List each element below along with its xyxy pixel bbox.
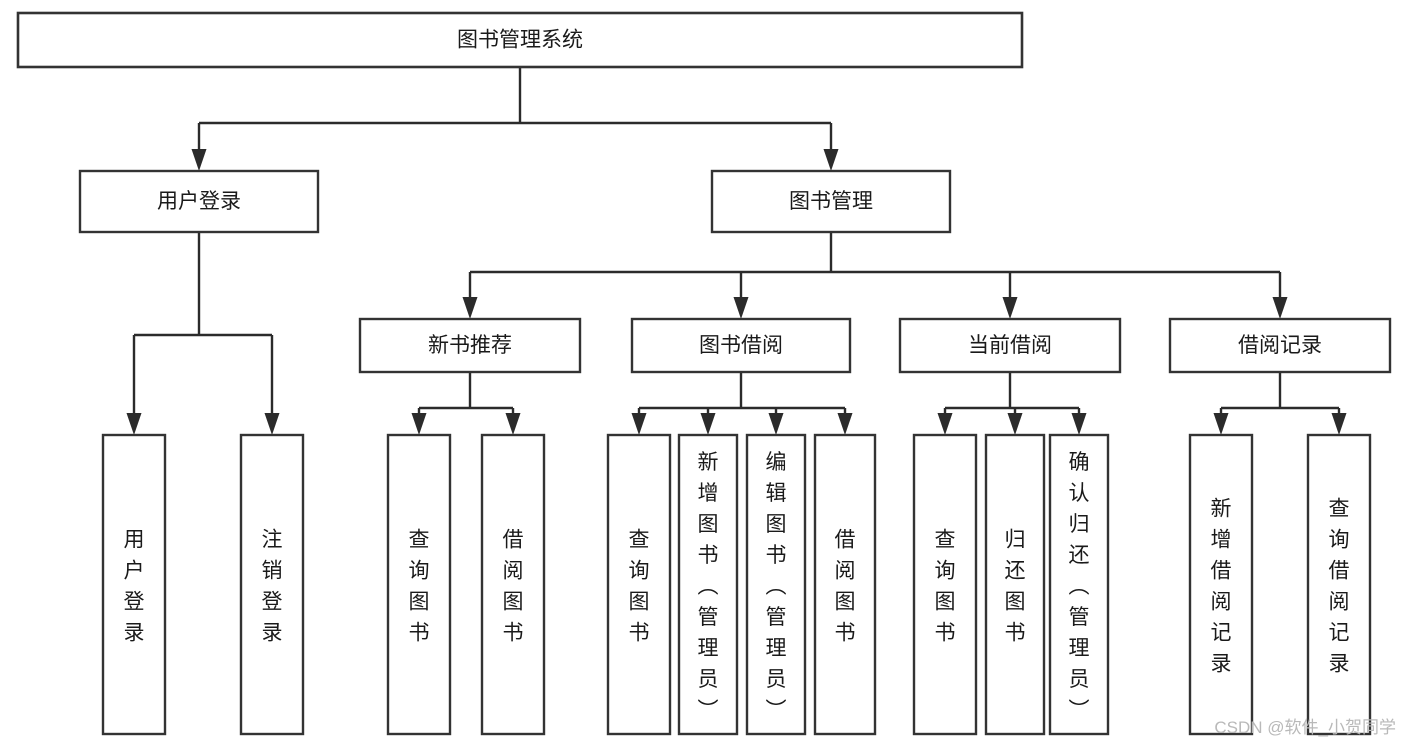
node-box-leaf-confirm-return[interactable]	[1048, 433, 1110, 736]
arrow-head-leaf-query-book-1	[411, 413, 427, 435]
arrow-head-newbook	[462, 297, 478, 319]
node-box-records[interactable]	[1168, 317, 1392, 374]
node-label-login: 用户登录	[157, 190, 241, 213]
node-leaf-query-book-1[interactable]: 查询图书	[386, 433, 452, 736]
arrow-head-leaf-query-record	[1331, 413, 1347, 435]
connector-group-current	[937, 372, 1087, 435]
node-leaf-confirm-return[interactable]: 确认归还︵管理员︶	[1048, 433, 1110, 736]
node-box-leaf-return-book[interactable]	[984, 433, 1046, 736]
arrow-head-bookmgmt	[823, 149, 839, 171]
node-leaf-borrow-book-2[interactable]: 借阅图书	[813, 433, 877, 736]
node-box-leaf-query-book-2[interactable]	[606, 433, 672, 736]
node-label-leaf-query-book-1: 查询图书	[409, 529, 430, 645]
arrow-head-records	[1272, 297, 1288, 319]
node-leaf-add-record[interactable]: 新增借阅记录	[1188, 433, 1254, 736]
node-label-leaf-return-book: 归还图书	[1005, 529, 1026, 645]
connector-group-newbook	[411, 372, 521, 435]
arrow-head-leaf-edit-book	[768, 413, 784, 435]
node-label-bookmgmt: 图书管理	[789, 190, 873, 213]
node-leaf-query-record[interactable]: 查询借阅记录	[1306, 433, 1372, 736]
watermark-label: CSDN @软件_小贺同学	[1214, 718, 1396, 737]
node-label-leaf-add-book: 新增图书︵管理员︶	[698, 451, 719, 722]
node-label-leaf-query-book-3: 查询图书	[935, 529, 956, 645]
node-box-leaf-add-record[interactable]	[1188, 433, 1254, 736]
node-current[interactable]: 当前借阅	[898, 317, 1122, 374]
connector-group-records	[1213, 372, 1347, 435]
node-label-leaf-query-record: 查询借阅记录	[1329, 498, 1350, 676]
node-label-leaf-confirm-return: 确认归还︵管理员︶	[1069, 451, 1090, 722]
node-label-records: 借阅记录	[1238, 334, 1322, 357]
node-box-leaf-query-book-3[interactable]	[912, 433, 978, 736]
node-leaf-add-book[interactable]: 新增图书︵管理员︶	[677, 433, 739, 736]
connector-group-root	[191, 67, 839, 171]
node-label-leaf-query-book-2: 查询图书	[629, 529, 650, 645]
connector-group-borrow	[631, 372, 853, 435]
node-label-leaf-user-logout: 注销登录	[262, 529, 283, 645]
arrow-head-leaf-borrow-book-1	[505, 413, 521, 435]
arrow-head-leaf-user-logout	[264, 413, 280, 435]
node-box-leaf-query-book-1[interactable]	[386, 433, 452, 736]
node-label-leaf-edit-book: 编辑图书︵管理员︶	[766, 451, 787, 722]
arrow-head-leaf-query-book-2	[631, 413, 647, 435]
node-box-leaf-user-logout[interactable]	[239, 433, 305, 736]
node-leaf-query-book-2[interactable]: 查询图书	[606, 433, 672, 736]
node-box-leaf-borrow-book-2[interactable]	[813, 433, 877, 736]
arrow-head-leaf-return-book	[1007, 413, 1023, 435]
node-label-leaf-borrow-book-2: 借阅图书	[835, 529, 856, 645]
node-box-borrow[interactable]	[630, 317, 852, 374]
node-box-leaf-user-login[interactable]	[101, 433, 167, 736]
node-login[interactable]: 用户登录	[78, 169, 320, 234]
arrow-head-borrow	[733, 297, 749, 319]
node-leaf-user-login[interactable]: 用户登录	[101, 433, 167, 736]
node-root[interactable]: 图书管理系统	[16, 11, 1024, 69]
arrow-head-leaf-borrow-book-2	[837, 413, 853, 435]
node-box-leaf-query-record[interactable]	[1306, 433, 1372, 736]
node-label-leaf-borrow-book-1: 借阅图书	[503, 529, 524, 645]
node-box-newbook[interactable]	[358, 317, 582, 374]
node-label-borrow: 图书借阅	[699, 334, 783, 357]
node-bookmgmt[interactable]: 图书管理	[710, 169, 952, 234]
connector-group-bookmgmt	[462, 232, 1288, 319]
node-box-leaf-edit-book[interactable]	[745, 433, 807, 736]
arrow-head-current	[1002, 297, 1018, 319]
arrow-head-leaf-user-login	[126, 413, 142, 435]
node-label-leaf-add-record: 新增借阅记录	[1211, 498, 1232, 676]
arrow-head-leaf-add-record	[1213, 413, 1229, 435]
node-box-leaf-add-book[interactable]	[677, 433, 739, 736]
node-label-leaf-user-login: 用户登录	[124, 529, 145, 645]
node-box-current[interactable]	[898, 317, 1122, 374]
node-leaf-edit-book[interactable]: 编辑图书︵管理员︶	[745, 433, 807, 736]
node-label-current: 当前借阅	[968, 334, 1052, 357]
node-box-bookmgmt[interactable]	[710, 169, 952, 234]
node-newbook[interactable]: 新书推荐	[358, 317, 582, 374]
node-leaf-return-book[interactable]: 归还图书	[984, 433, 1046, 736]
arrow-head-leaf-confirm-return	[1071, 413, 1087, 435]
node-label-root: 图书管理系统	[457, 29, 583, 52]
node-box-login[interactable]	[78, 169, 320, 234]
node-leaf-query-book-3[interactable]: 查询图书	[912, 433, 978, 736]
node-borrow[interactable]: 图书借阅	[630, 317, 852, 374]
arrow-head-leaf-add-book	[700, 413, 716, 435]
node-box-root[interactable]	[16, 11, 1024, 69]
node-box-leaf-borrow-book-1[interactable]	[480, 433, 546, 736]
node-leaf-user-logout[interactable]: 注销登录	[239, 433, 305, 736]
arrow-head-leaf-query-book-3	[937, 413, 953, 435]
arrow-head-login	[191, 149, 207, 171]
node-leaf-borrow-book-1[interactable]: 借阅图书	[480, 433, 546, 736]
node-layer: 图书管理系统用户登录图书管理新书推荐图书借阅当前借阅借阅记录用户登录注销登录查询…	[16, 11, 1392, 736]
connector-group-login	[126, 232, 280, 435]
node-label-newbook: 新书推荐	[428, 334, 512, 357]
node-records[interactable]: 借阅记录	[1168, 317, 1392, 374]
connector-layer	[126, 67, 1347, 435]
